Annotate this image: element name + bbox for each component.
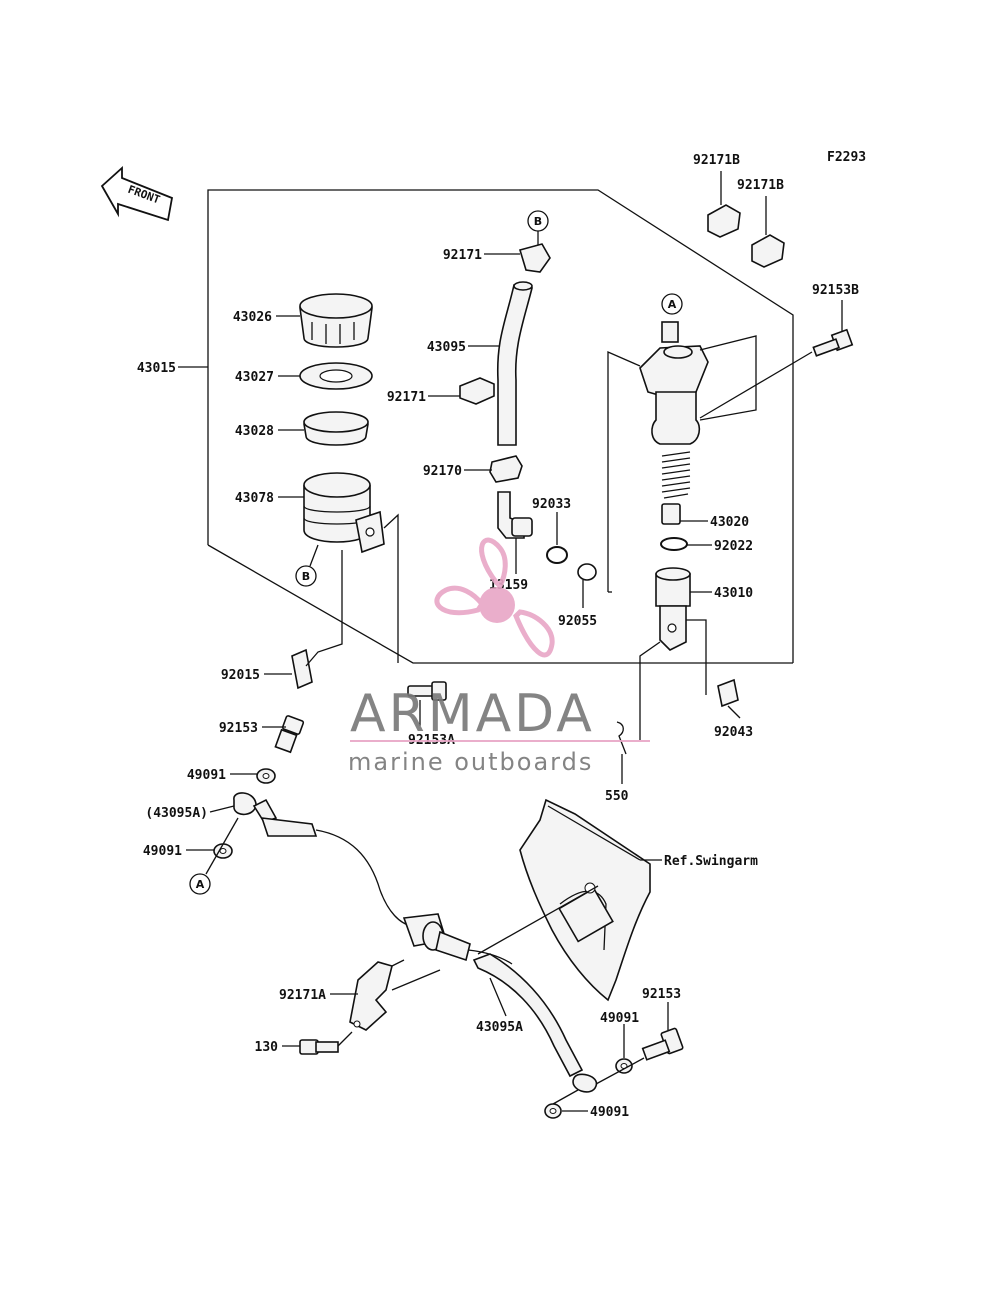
cap-43026 xyxy=(276,293,373,348)
label-43015: 43015 xyxy=(137,361,176,376)
callout-b-top: B xyxy=(527,210,549,246)
label-92015: 92015 xyxy=(221,668,260,683)
clip-92171-mid xyxy=(428,377,495,405)
watermark-tagline: marine outboards xyxy=(348,748,593,776)
label-92043: 92043 xyxy=(714,725,753,740)
watermark-brand: ARMADA xyxy=(350,684,595,744)
hose-43095a-banjo xyxy=(209,792,278,823)
bolt-92153b xyxy=(699,300,854,419)
reservoir-43078 xyxy=(278,472,399,663)
label-130: 130 xyxy=(255,1040,279,1055)
label-92170: 92170 xyxy=(423,464,462,479)
diaphragm-43028 xyxy=(278,411,369,446)
label-ref-swingarm: Ref.Swingarm xyxy=(664,854,758,869)
label-43095a-paren: (43095A) xyxy=(145,806,208,821)
label-92055: 92055 xyxy=(558,614,597,629)
bolt-92153-right xyxy=(641,1002,684,1061)
label-550: 550 xyxy=(605,789,629,804)
washer-49091-4 xyxy=(544,1089,588,1119)
hose-43095 xyxy=(468,281,533,446)
svg-text:B: B xyxy=(302,570,310,583)
plate-43027 xyxy=(278,362,373,390)
label-92171a: 92171A xyxy=(279,988,326,1003)
label-43010: 43010 xyxy=(714,586,753,601)
label-92033: 92033 xyxy=(532,497,571,512)
piston-43010 xyxy=(639,567,712,740)
circlip-92022 xyxy=(660,537,712,551)
label-43026: 43026 xyxy=(233,310,272,325)
label-43027: 43027 xyxy=(235,370,274,385)
label-49091-2: 49091 xyxy=(143,844,182,859)
label-92153-right: 92153 xyxy=(642,987,681,1002)
label-92153-left: 92153 xyxy=(219,721,258,736)
label-92171b-2: 92171B xyxy=(737,178,784,193)
callout-a-bottom: A xyxy=(189,817,239,895)
bolt-92153-left xyxy=(262,715,305,754)
clip-92171b-2 xyxy=(751,196,785,268)
label-43078: 43078 xyxy=(235,491,274,506)
label-92022: 92022 xyxy=(714,539,753,554)
label-92153b: 92153B xyxy=(812,283,859,298)
callout-b-bottom: B xyxy=(295,544,319,587)
figure-code: F2293 xyxy=(827,150,866,165)
label-43095a: 43095A xyxy=(476,1020,523,1035)
svg-text:A: A xyxy=(196,878,205,891)
propeller-logo-icon xyxy=(434,537,555,658)
bolt-92153a xyxy=(407,681,447,726)
oring-92055 xyxy=(577,563,597,608)
washer-49091-3 xyxy=(595,1024,645,1085)
label-92171-mid: 92171 xyxy=(387,390,426,405)
clip-92171b-1 xyxy=(707,171,741,238)
nut-92015 xyxy=(264,550,343,690)
label-49091-3: 49091 xyxy=(600,1011,639,1026)
label-49091-4: 49091 xyxy=(590,1105,629,1120)
clamp-92170 xyxy=(464,455,523,483)
callout-a-top: A xyxy=(661,293,683,315)
cotter-pin-550 xyxy=(616,721,627,784)
svg-text:B: B xyxy=(534,215,542,228)
hose-43095a-line xyxy=(260,817,598,1093)
spring-43020 xyxy=(661,451,708,525)
bolt-130 xyxy=(282,1031,353,1055)
label-43020: 43020 xyxy=(710,515,749,530)
svg-text:A: A xyxy=(668,298,677,311)
circlip-92033 xyxy=(546,512,568,564)
label-43095: 43095 xyxy=(427,340,466,355)
front-arrow-icon: FRONT xyxy=(100,165,174,222)
fitting-13159 xyxy=(497,491,533,574)
armada-watermark: ARMADA marine outboards xyxy=(348,537,650,776)
leader-43095a xyxy=(489,977,507,1017)
swingarm xyxy=(477,798,662,1002)
label-92171-top: 92171 xyxy=(443,248,482,263)
label-92171b-1: 92171B xyxy=(693,153,740,168)
master-cylinder-body xyxy=(607,321,757,593)
washer-49091-1 xyxy=(230,768,276,784)
label-49091-1: 49091 xyxy=(187,768,226,783)
washer-49091-2 xyxy=(186,843,233,859)
label-43028: 43028 xyxy=(235,424,274,439)
clamp-92171a xyxy=(330,959,441,1031)
clip-92171-top xyxy=(484,243,551,273)
pin-92043 xyxy=(717,678,741,719)
assembly-frame xyxy=(178,189,794,664)
